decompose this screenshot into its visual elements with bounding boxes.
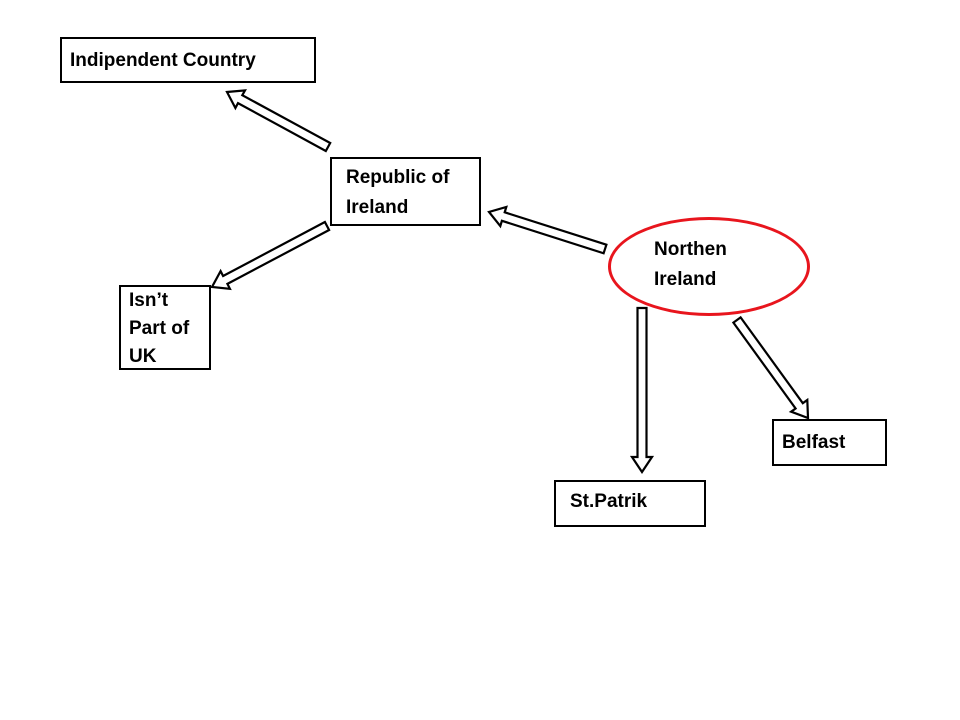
arrow-northern-to-republic (487, 205, 608, 255)
node-isnt-part-of-uk: Isn’t Part of UK (119, 285, 211, 370)
node-northern-ireland-label: Northen Ireland (654, 239, 727, 290)
node-independent-country: Indipendent Country (60, 37, 316, 83)
arrow-northern-to-stpatrik (629, 306, 655, 474)
node-belfast: Belfast (772, 419, 887, 466)
node-republic-of-ireland: Republic of Ireland (330, 157, 481, 226)
arrow-republic-to-isnt_uk (210, 220, 331, 291)
node-st-patrik: St.Patrik (554, 480, 706, 527)
arrow-republic-to-independent (225, 89, 332, 153)
node-northern-ireland-ellipse (608, 217, 810, 316)
arrow-northern-to-belfast (731, 315, 810, 420)
